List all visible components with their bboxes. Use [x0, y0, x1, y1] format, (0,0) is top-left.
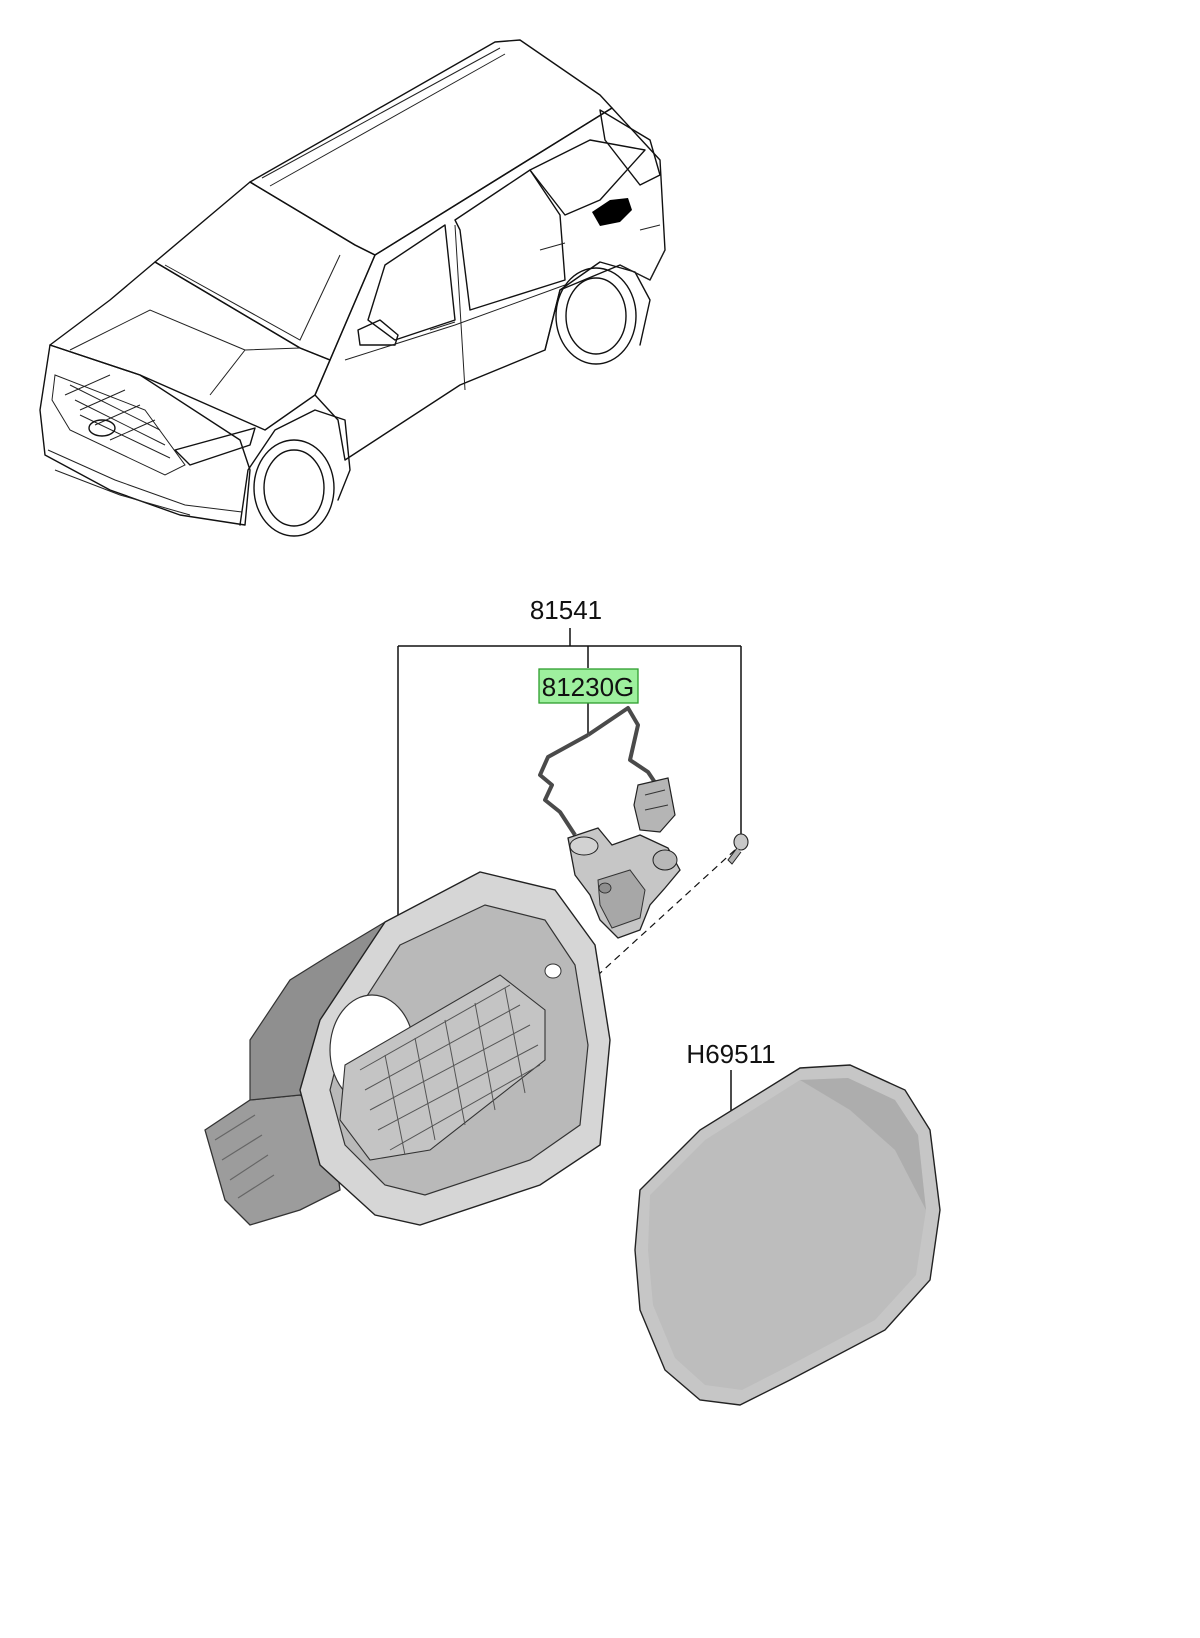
callout-81541[interactable]: 81541	[530, 595, 602, 625]
mounting-screw[interactable]	[727, 833, 749, 865]
fuel-filler-housing[interactable]	[204, 871, 611, 1226]
callout-h69511[interactable]: H69511	[686, 1039, 775, 1069]
part-number-81541-label: 81541	[530, 595, 602, 625]
vehicle-illustration	[39, 39, 666, 537]
fuel-door-panel[interactable]	[634, 1064, 941, 1406]
callout-81230g[interactable]: 81230G	[538, 668, 639, 704]
callout-lines	[397, 628, 742, 1115]
part-number-h69511-label: H69511	[686, 1039, 775, 1069]
fuel-door-actuator[interactable]	[538, 706, 681, 939]
part-number-highlight	[538, 668, 639, 704]
part-number-81230g-label: 81230G	[542, 672, 635, 702]
vehicle-fuel-door-marker	[592, 198, 632, 226]
